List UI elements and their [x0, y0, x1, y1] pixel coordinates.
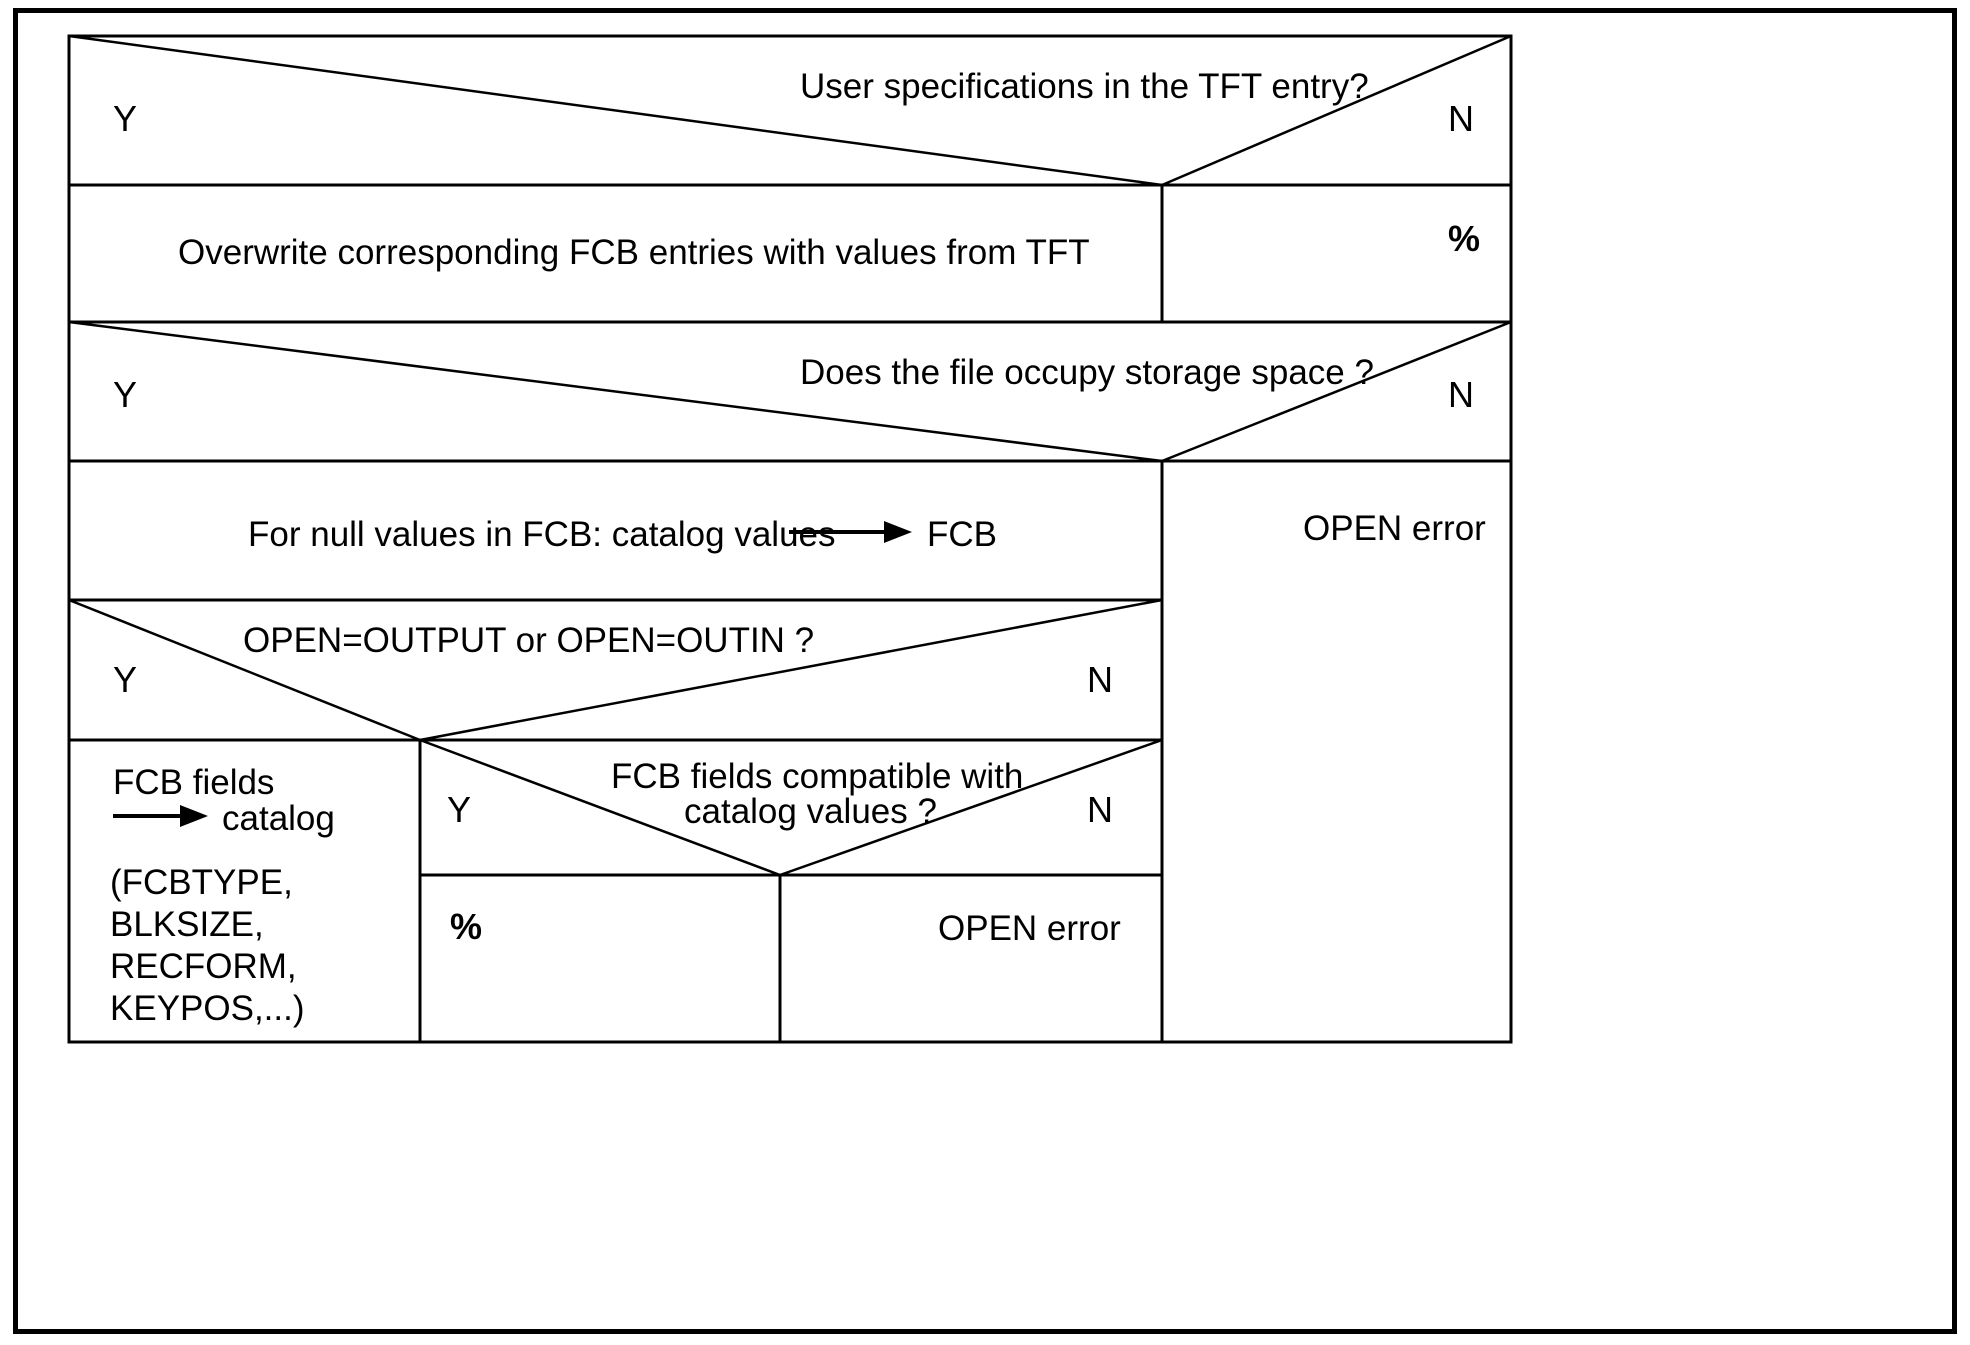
decision2-no-label: N [1448, 374, 1474, 415]
decision3-question: OPEN=OUTPUT or OPEN=OUTIN ? [243, 621, 815, 660]
action3-line1: FCB fields [113, 763, 275, 802]
decision4-question-line1: FCB fields compatible with [611, 757, 1024, 796]
decision3-no-label: N [1087, 659, 1113, 700]
action3-details: (FCBTYPE, BLKSIZE, RECFORM, KEYPOS,...) [110, 863, 305, 1028]
decision1-no-label: N [1448, 98, 1474, 139]
action2-prefix: For null values in FCB: catalog values [248, 515, 836, 554]
decision4-yes-label: Y [447, 789, 472, 830]
open-error-outer: OPEN error [1303, 509, 1486, 548]
decision1-yes-label: Y [113, 98, 138, 139]
action3-line2: catalog [222, 799, 335, 838]
decision3-yes-label: Y [113, 659, 138, 700]
decision4-yes-empty-symbol: % [450, 906, 483, 947]
open-error-inner: OPEN error [938, 909, 1121, 948]
decision2-question: Does the file occupy storage space ? [800, 353, 1374, 392]
decision4-question-line2: catalog values ? [684, 792, 937, 831]
decision1-question: User specifications in the TFT entry? [800, 67, 1369, 106]
decision2-yes-label: Y [113, 374, 138, 415]
action2-suffix: FCB [927, 515, 997, 554]
decision4-no-label: N [1087, 789, 1113, 830]
outer-border [13, 8, 1957, 1334]
action1-text: Overwrite corresponding FCB entries with… [178, 233, 1090, 272]
action1-no-branch-empty-symbol: % [1448, 218, 1481, 259]
